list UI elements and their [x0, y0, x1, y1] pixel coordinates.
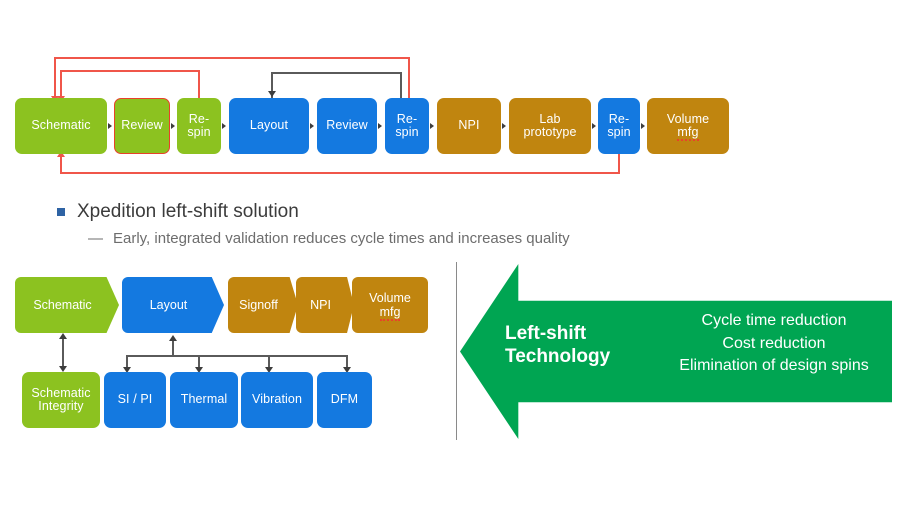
step-label: Re-spin [607, 111, 631, 139]
step-npi[interactable]: NPI [437, 98, 501, 154]
step-label: Review [326, 118, 368, 133]
validation-vibration[interactable]: Vibration [241, 372, 313, 428]
bus-horizontal [126, 355, 348, 357]
benefits-list: Cycle time reduction Cost reduction Elim… [655, 310, 893, 378]
ls-step-signoff[interactable]: Signoff [228, 277, 298, 333]
vertical-divider [456, 262, 458, 440]
feedback-line-b-vert-left [54, 57, 56, 104]
ls-step-npi[interactable]: NPI [296, 277, 354, 333]
step-label: Layout [149, 298, 188, 312]
feedback-line-c-vert-left [60, 156, 62, 174]
step-label: Review [121, 118, 163, 133]
step-label: Schematic [33, 298, 92, 312]
validation-thermal[interactable]: Thermal [170, 372, 238, 428]
page-title: Xpedition left-shift solution [77, 201, 299, 222]
step-label: NPI [310, 298, 331, 312]
step-label: Re-spin [187, 111, 211, 139]
feedback-arrowhead-c [57, 151, 65, 157]
banner-title-line1: Left-shift [505, 323, 587, 344]
feedback-line-b-horz [54, 57, 410, 59]
feedback-line-a-vert-left [60, 70, 62, 104]
step-respin-1[interactable]: Re-spin [177, 98, 221, 154]
connector-arrow-9 [641, 123, 645, 129]
page-subtitle: Early, integrated validation reduces cyc… [113, 230, 570, 247]
subheading-row: — Early, integrated validation reduces c… [88, 230, 570, 247]
step-review-2[interactable]: Review [317, 98, 377, 154]
bidir-arrowhead-up [59, 333, 67, 339]
benefit-item: Elimination of design spins [679, 357, 869, 375]
bus-stem-arrowhead [169, 335, 177, 341]
bus-drop-1 [126, 355, 128, 369]
misspelled-word: mfg [677, 125, 699, 141]
feedback-line-c-vert-right [618, 152, 620, 174]
step-label: NPI [458, 118, 480, 133]
benefit-item: Cycle time reduction [701, 312, 847, 329]
step-label: Thermal [180, 392, 228, 407]
bus-arrowhead-3 [265, 367, 273, 373]
bidir-arrowhead-down [59, 366, 67, 372]
feedback-line-c-horz [60, 172, 620, 174]
feedback-line-a-vert-right [198, 70, 200, 102]
bus-arrowhead-2 [195, 367, 203, 373]
bus-arrowhead-4 [343, 367, 351, 373]
step-label: SI / PI [117, 392, 153, 407]
validation-dfm[interactable]: DFM [317, 372, 372, 428]
bus-stem [172, 340, 174, 356]
step-review-1[interactable]: Review [114, 98, 170, 154]
connector-arrow-6 [430, 123, 434, 129]
square-bullet-icon [57, 208, 65, 216]
connector-arrow-7 [502, 123, 506, 129]
step-label: DFM [330, 392, 359, 407]
gray-feedback-horz [271, 72, 402, 74]
bus-arrowhead-1 [123, 367, 131, 373]
misspelled-word: mfg [379, 305, 401, 321]
bidir-connector-line [62, 338, 64, 368]
connector-arrow-8 [592, 123, 596, 129]
step-label: Re-spin [395, 111, 419, 139]
step-label: Vibration [251, 392, 302, 407]
banner-title: Left-shift Technology [505, 322, 655, 368]
step-label: Schematic [31, 118, 91, 133]
heading-row: Xpedition left-shift solution [57, 201, 299, 223]
connector-arrow-4 [310, 123, 314, 129]
bus-drop-2 [198, 355, 200, 369]
step-schematic[interactable]: Schematic [15, 98, 107, 154]
step-label: Layout [249, 118, 289, 133]
banner-title-line2: Technology [505, 346, 611, 368]
connector-arrow-2 [171, 123, 175, 129]
connector-arrow-5 [378, 123, 382, 129]
gray-feedback-vert-right [400, 72, 402, 102]
feedback-line-b-vert-right [408, 57, 410, 102]
gray-feedback-vert-left [271, 72, 273, 98]
step-respin-2[interactable]: Re-spin [385, 98, 429, 154]
connector-arrow-1 [108, 123, 112, 129]
ls-step-schematic[interactable]: Schematic [15, 277, 119, 333]
bus-drop-4 [346, 355, 348, 369]
em-dash-icon: — [88, 230, 103, 247]
gray-feedback-arrowhead [268, 91, 276, 97]
bus-drop-3 [268, 355, 270, 369]
step-respin-3[interactable]: Re-spin [598, 98, 640, 154]
step-layout[interactable]: Layout [229, 98, 309, 154]
feedback-line-a-horz [60, 70, 200, 72]
ls-step-layout[interactable]: Layout [122, 277, 224, 333]
connector-arrow-3 [222, 123, 226, 129]
step-label: Signoff [239, 298, 278, 312]
validation-si-pi[interactable]: SI / PI [104, 372, 166, 428]
benefit-item: Cost reduction [722, 334, 826, 352]
